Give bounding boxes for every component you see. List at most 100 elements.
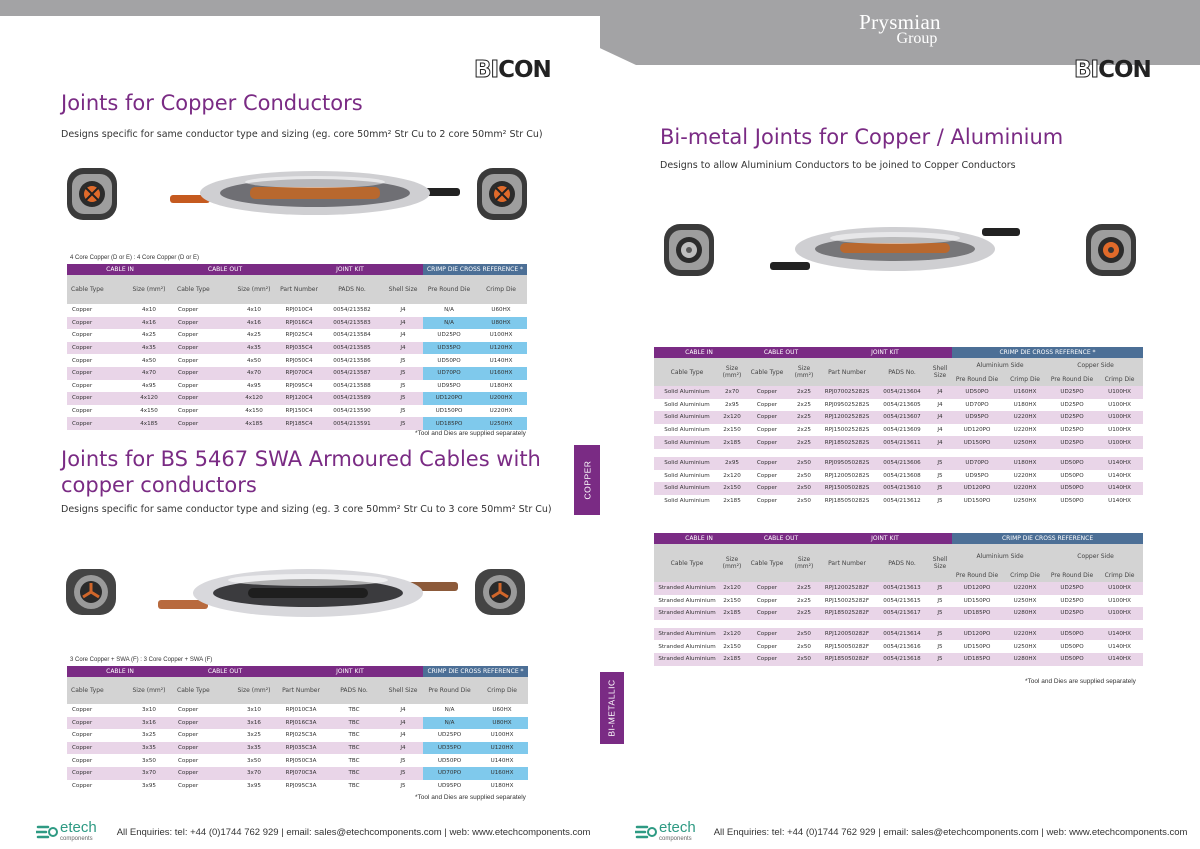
- column-header: Crimp Die: [475, 275, 528, 304]
- table-cell: Copper: [67, 754, 125, 767]
- table-cell: UD120PO: [423, 392, 476, 405]
- table-cell: 3x50: [125, 754, 173, 767]
- table-cell: UD50PO: [952, 386, 1003, 399]
- table-cell: UD35PO: [423, 741, 477, 755]
- table-caption: 4 Core Copper (D or E) : 4 Core Copper (…: [70, 255, 200, 261]
- footer-contact: All Enquiries: tel: +44 (0)1744 762 929 …: [116, 826, 591, 838]
- table-cell: Copper: [67, 729, 125, 742]
- table-cell: 4x16: [125, 316, 173, 330]
- table-cell: U100HX: [1096, 582, 1144, 595]
- table-cell: Copper: [173, 304, 231, 317]
- cable-joint-icon: [158, 569, 458, 617]
- table-cell: UD150PO: [952, 640, 1003, 653]
- table-cell: 3x10: [231, 704, 278, 717]
- table-cell: 4x120: [231, 392, 278, 405]
- table-cell: U100HX: [1096, 594, 1144, 608]
- table-cell: U140HX: [1096, 456, 1144, 470]
- table-cell: 0054/213609: [876, 423, 929, 437]
- table-cell: U280HX: [1002, 652, 1049, 666]
- table-cell: 3x70: [125, 766, 173, 780]
- table-cell: U250HX: [1002, 494, 1049, 508]
- table-cell: 2x25: [790, 386, 819, 399]
- group-header: CABLE OUT: [173, 666, 278, 677]
- table-cell: TBC: [325, 766, 384, 780]
- table-cell: 3x95: [231, 779, 278, 793]
- table-cell: Stranded Aluminium: [654, 627, 720, 641]
- table-cell: U80HX: [475, 316, 528, 330]
- table-cell: U180HX: [475, 379, 528, 393]
- table-cell: Copper: [744, 607, 790, 620]
- table-cell: U280HX: [1002, 607, 1049, 620]
- top-grey-bar-right: Prysmian Group: [600, 0, 1200, 65]
- column-header: Shell Size: [383, 677, 424, 704]
- table-cell: Copper: [744, 594, 790, 608]
- table-cell: 2x50: [790, 494, 819, 508]
- table-cell: 4x25: [125, 329, 173, 342]
- etech-logo-icon: [635, 825, 657, 839]
- table-cell: U120HX: [475, 341, 528, 355]
- table-cell: 0054/213613: [876, 582, 929, 595]
- column-header: Pre Round Die: [423, 677, 477, 704]
- table-cell: J5: [928, 652, 953, 666]
- table-cell: Copper: [67, 779, 125, 793]
- table-cell: UD185PO: [952, 652, 1003, 666]
- table-cell: UD50PO: [1048, 652, 1097, 666]
- table-cell: 4x50: [125, 354, 173, 367]
- table-cell: UD25PO: [423, 329, 476, 342]
- table-cell: UD150PO: [423, 404, 476, 418]
- table-cell: Copper: [67, 304, 125, 317]
- table-cell: 2x185: [720, 494, 744, 508]
- column-header: Copper Side: [1048, 358, 1144, 372]
- table-cell: U140HX: [1096, 469, 1144, 483]
- table-cell: RPJ095C4: [277, 379, 322, 393]
- table-cell: Copper: [173, 729, 231, 742]
- table-cell: 0054/213604: [876, 386, 929, 399]
- group-header: JOINT KIT: [277, 666, 424, 677]
- table-cell: Copper: [67, 379, 125, 393]
- table-cell: UD50PO: [423, 354, 476, 367]
- table-cell: U220HX: [1002, 582, 1049, 595]
- table-cell: 0054/213612: [876, 494, 929, 508]
- column-header: Shell Size: [928, 358, 953, 386]
- subtitle-copper: Designs specific for same conductor type…: [61, 129, 543, 140]
- table-cell: Copper: [744, 494, 790, 508]
- table-cell: Solid Aluminium: [654, 436, 720, 449]
- table-cell: UD50PO: [1048, 494, 1097, 508]
- column-header: Size (mm²): [720, 544, 744, 582]
- subtitle-bimetal: Designs to allow Aluminium Conductors to…: [660, 160, 1016, 171]
- table-cell: U140HX: [1096, 627, 1144, 641]
- table-cell: RPJ050C4: [277, 354, 322, 367]
- table-cell: Copper: [173, 766, 231, 780]
- table-cell: U220HX: [1002, 469, 1049, 483]
- table-cell: 0054/213610: [876, 482, 929, 495]
- column-header: Size (mm²): [790, 358, 819, 386]
- group-header: CRIMP DIE CROSS REFERENCE *: [952, 347, 1144, 358]
- column-header: Pre Round Die: [1048, 372, 1097, 386]
- table-cell: Stranded Aluminium: [654, 652, 720, 666]
- table-cell: RPJ070C3A: [277, 766, 326, 780]
- table-caption: 3 Core Copper + SWA (F) : 3 Core Copper …: [70, 657, 213, 663]
- table-cell: UD25PO: [1048, 582, 1097, 595]
- table-cell: 2x25: [790, 423, 819, 437]
- table-cell: U200HX: [475, 392, 528, 405]
- table-cell: TBC: [325, 716, 384, 730]
- table-cell: U250HX: [475, 417, 528, 430]
- group-header: JOINT KIT: [818, 347, 953, 358]
- table-cell: 3x10: [125, 704, 173, 717]
- table-cell: UD185PO: [952, 607, 1003, 620]
- column-header: Aluminium Side: [952, 358, 1049, 372]
- table-cell: Copper: [67, 329, 125, 342]
- table-cell: U80HX: [476, 716, 529, 730]
- column-header: Size (mm²): [125, 677, 173, 704]
- table-cell: 2x25: [790, 607, 819, 620]
